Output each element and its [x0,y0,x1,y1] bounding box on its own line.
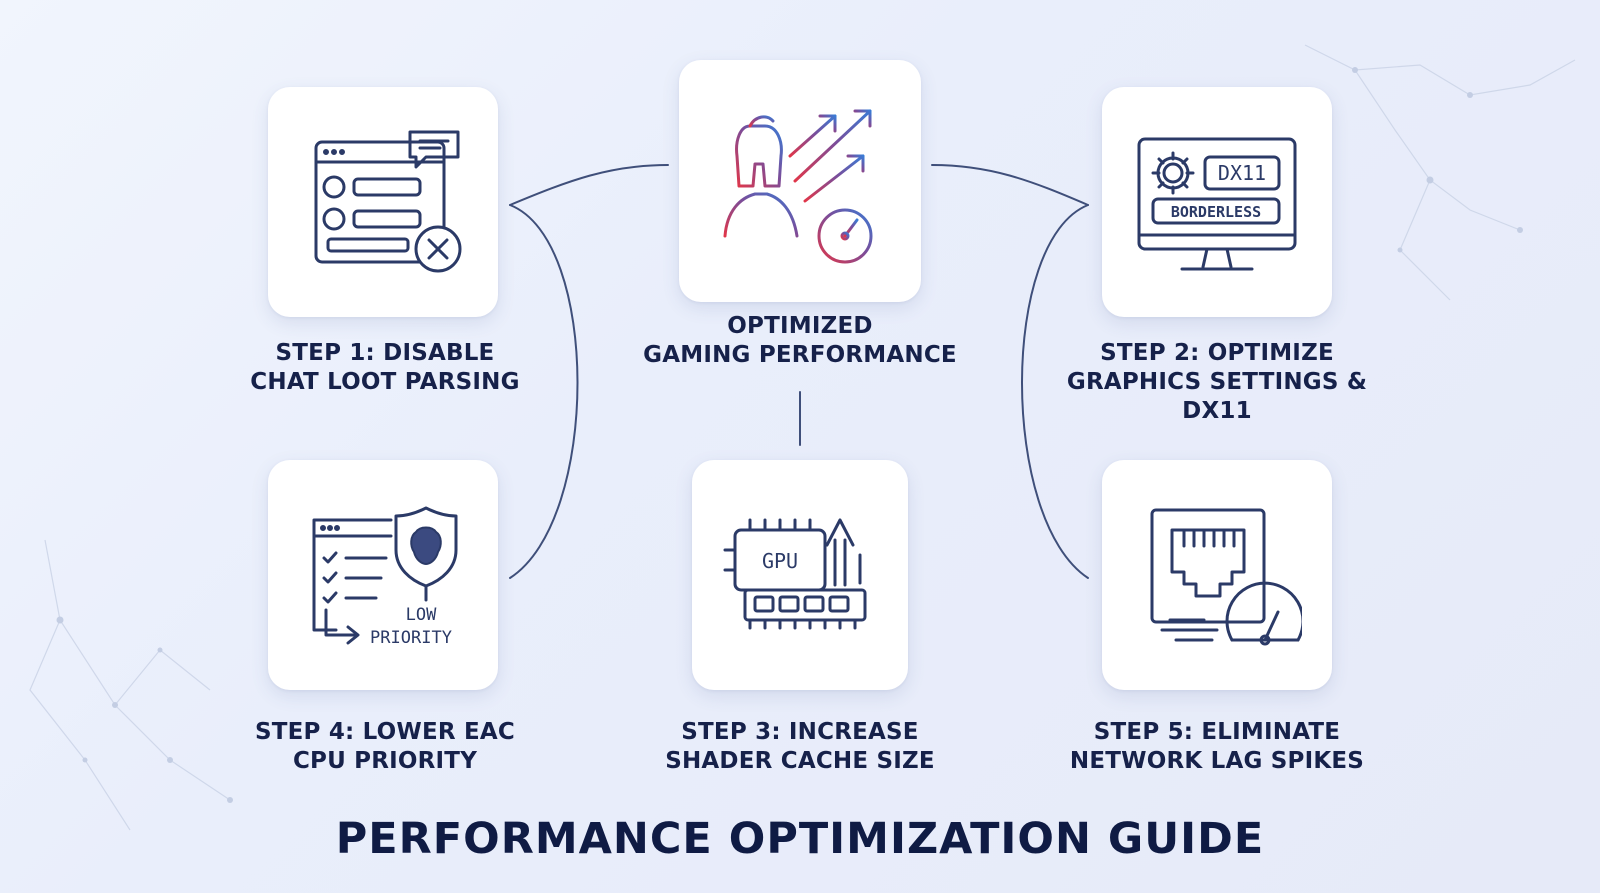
step1-card [268,87,498,317]
step3-label-line1: STEP 3: INCREASE [681,719,919,745]
center-label: OPTIMIZED GAMING PERFORMANCE [620,312,980,370]
monitor-settings-icon: DX11 BORDERLESS [1137,137,1297,271]
step2-label-line2: GRAPHICS SETTINGS & DX11 [1066,369,1368,424]
center-label-line2: GAMING PERFORMANCE [643,342,957,368]
step2-label: STEP 2: OPTIMIZE GRAPHICS SETTINGS & DX1… [1037,339,1397,426]
step3-card: GPU [692,460,908,690]
connector-center-right [931,164,1089,206]
step5-label-line2: NETWORK LAG SPIKES [1069,748,1365,774]
borderless-text: BORDERLESS [1171,203,1261,221]
step5-label: STEP 5: ELIMINATE NETWORK LAG SPIKES [1037,718,1397,776]
step5-card [1102,460,1332,690]
step1-label-line2: CHAT LOOT PARSING [250,369,520,395]
page-title: PERFORMANCE OPTIMIZATION GUIDE [335,814,1265,864]
step3-label: STEP 3: INCREASE SHADER CACHE SIZE [620,718,980,776]
step4-label: STEP 4: LOWER EAC CPU PRIORITY [205,718,565,776]
step1-label: STEP 1: DISABLE CHAT LOOT PARSING [205,339,565,397]
gpu-memory-icon: GPU [723,518,867,630]
low-text: LOW [405,605,436,625]
step2-card: DX11 BORDERLESS [1102,87,1332,317]
step3-label-line2: SHADER CACHE SIZE [665,748,935,774]
connector-center-left [509,164,669,206]
center-label-line1: OPTIMIZED [727,313,873,339]
gpu-text: GPU [762,549,798,573]
step2-label-line1: STEP 2: OPTIMIZE [1100,340,1334,366]
step5-label-line1: STEP 5: ELIMINATE [1093,719,1341,745]
step1-label-line1: STEP 1: DISABLE [275,340,495,366]
step4-label-line1: STEP 4: LOWER EAC [254,719,516,745]
shield-priority-icon: LOW PRIORITY [312,506,457,648]
network-port-speed-icon [1150,508,1302,646]
step4-label-line2: CPU PRIORITY [292,748,478,774]
priority-text: PRIORITY [370,628,452,648]
lion-head-glyph [409,526,442,566]
spartan-speed-icon [723,109,873,264]
chat-window-disable-icon [314,130,462,273]
dx11-text: DX11 [1218,161,1266,185]
step4-card: LOW PRIORITY [268,460,498,690]
center-card [679,60,921,302]
